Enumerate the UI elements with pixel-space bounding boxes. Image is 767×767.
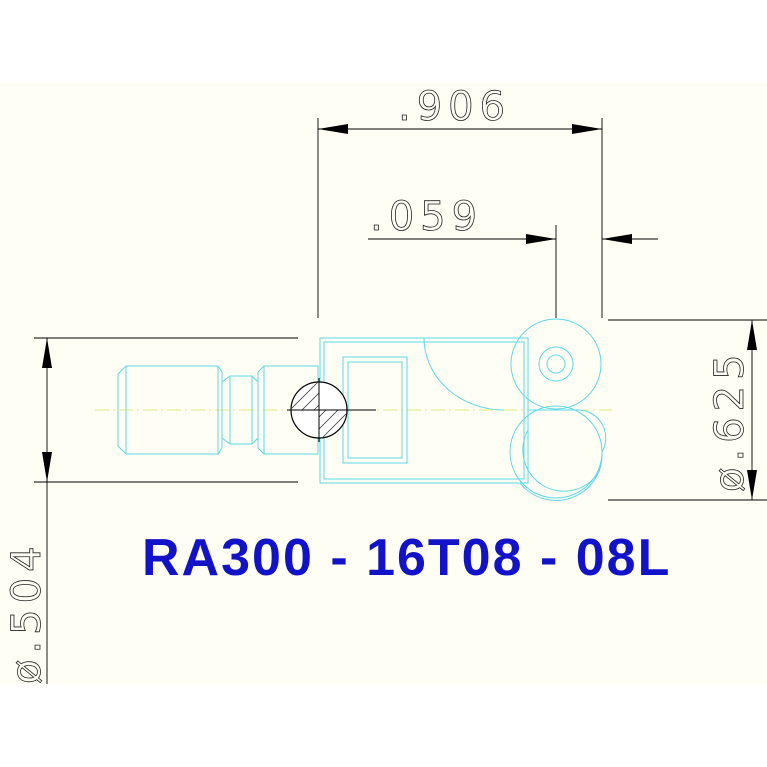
section-marker — [287, 378, 376, 442]
lower-boss — [519, 409, 607, 501]
part-number: RA300 - 16T08 - 08L — [142, 529, 671, 587]
elbow-arc — [423, 337, 505, 411]
dimension-offset: .059 — [368, 194, 658, 318]
swivel-eye-outer — [510, 318, 602, 410]
dimension-diameter-large: ø.625 — [608, 319, 767, 501]
dimension-overall-length-label: .906 — [398, 84, 511, 130]
dimension-diameter-large-label: ø.625 — [707, 348, 753, 492]
drawing-background — [0, 82, 767, 684]
dimension-overall-length: .906 — [317, 84, 603, 318]
dimension-diameter-small: ø.504 — [4, 337, 298, 684]
dimension-offset-label: .059 — [370, 194, 483, 240]
dimension-diameter-small-label: ø.504 — [4, 540, 50, 684]
